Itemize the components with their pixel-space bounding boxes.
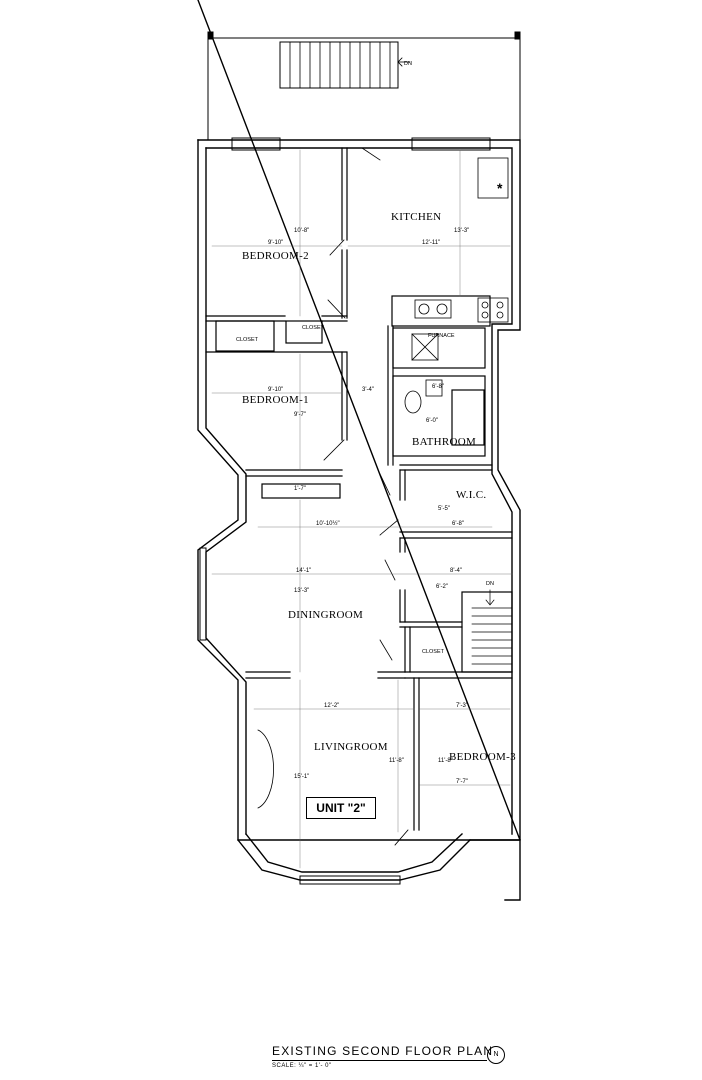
dim-bed2-w: 9'-10" bbox=[268, 240, 283, 246]
dim-dining-w: 14'-1" bbox=[296, 568, 311, 574]
dim-wic-h: 5'-5" bbox=[438, 506, 450, 512]
title-block: EXISTING SECOND FLOOR PLAN SCALE: ¼" = 1… bbox=[272, 1044, 532, 1069]
label-dn-stair: DN bbox=[486, 581, 494, 587]
dim-bed3-w: 7'-3" bbox=[456, 703, 468, 709]
dim-bed2-h: 10'-8" bbox=[294, 228, 309, 234]
rear-deck bbox=[207, 31, 521, 141]
dim-hall-w: 3'-4" bbox=[362, 387, 374, 393]
unit-tag: UNIT "2" bbox=[306, 797, 376, 819]
interior-walls bbox=[205, 147, 513, 831]
title-underline bbox=[272, 1060, 487, 1061]
north-arrow-icon: N bbox=[487, 1046, 505, 1064]
plan-title: EXISTING SECOND FLOOR PLAN bbox=[272, 1044, 494, 1058]
dim-bath-h: 6'-0" bbox=[426, 418, 438, 424]
dim-dining-upper-w: 10'-10½" bbox=[316, 520, 340, 527]
asterisk-mark: * bbox=[497, 180, 503, 196]
doors bbox=[323, 147, 409, 846]
dim-kitchen-h: 13'-3" bbox=[454, 228, 469, 234]
dim-bed1-w: 9'-10" bbox=[268, 387, 283, 393]
exterior-walls bbox=[197, 0, 521, 841]
dim-living-w: 12'-2" bbox=[324, 703, 339, 709]
label-closet-right: CLOSET bbox=[302, 325, 325, 331]
dim-bed1-h: 9'-7" bbox=[294, 412, 306, 418]
label-bedroom-2: BEDROOM-2 bbox=[242, 250, 309, 262]
dim-closet2-w: 8'-4" bbox=[450, 568, 462, 574]
dim-kitchen-w: 12'-11" bbox=[422, 240, 440, 246]
label-bedroom-1: BEDROOM-1 bbox=[242, 394, 309, 406]
dim-bed3-h: 11'-8" bbox=[438, 758, 453, 764]
label-kitchen: KITCHEN bbox=[391, 211, 441, 223]
dim-bay-w: 1'-7" bbox=[294, 486, 306, 492]
dim-bath-w: 6'-8" bbox=[432, 384, 444, 390]
label-dn-top: DN bbox=[404, 61, 412, 67]
front-bay bbox=[237, 833, 521, 901]
dim-closet2-h: 6'-2" bbox=[436, 584, 448, 590]
label-wic: W.I.C. bbox=[456, 489, 486, 501]
label-livingroom: LIVINGROOM bbox=[314, 741, 388, 753]
rear-stair-treads bbox=[289, 41, 391, 89]
dim-dining-h: 13'-3" bbox=[294, 588, 309, 594]
label-bathroom: BATHROOM bbox=[412, 436, 476, 448]
dim-living-side: 11'-8" bbox=[389, 758, 404, 764]
label-closet-left: CLOSET bbox=[236, 337, 259, 343]
fixtures bbox=[257, 157, 509, 809]
interior-stair-treads bbox=[471, 589, 513, 665]
dim-living-h: 15'-1" bbox=[294, 774, 309, 780]
dimension-lines bbox=[211, 149, 513, 869]
windows bbox=[199, 137, 491, 885]
dim-bed3-w2: 7'-7" bbox=[456, 779, 468, 785]
label-diningroom: DININGROOM bbox=[288, 609, 363, 621]
label-bedroom-3: BEDROOM-3 bbox=[449, 751, 516, 763]
label-furnace: FURNACE bbox=[428, 333, 455, 339]
dim-wic-w: 6'-8" bbox=[452, 521, 464, 527]
plan-scale: SCALE: ¼" = 1'- 0" bbox=[272, 1063, 332, 1069]
stair-arrow bbox=[397, 57, 411, 67]
label-closet-dining: CLOSET bbox=[422, 649, 445, 655]
